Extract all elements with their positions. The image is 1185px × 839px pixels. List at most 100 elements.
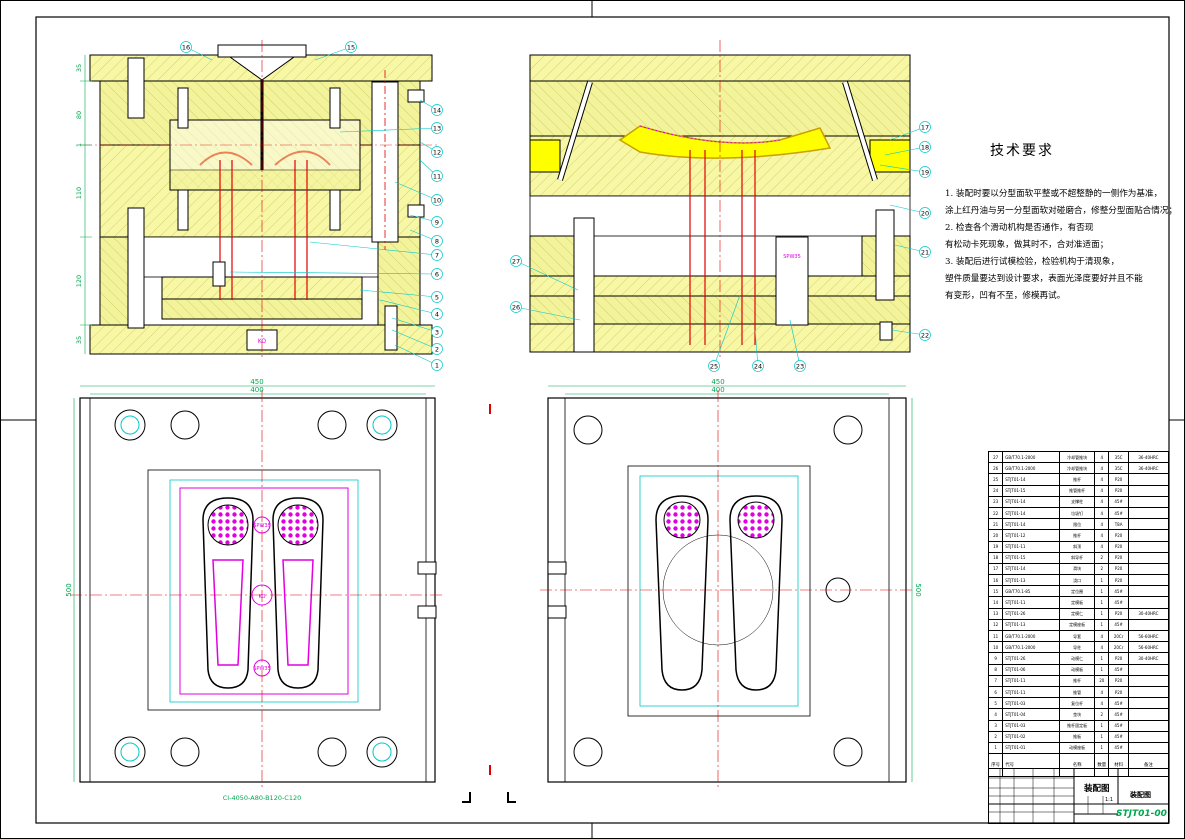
balloon-27-number: 27: [512, 258, 520, 266]
dim-plan-right-inner: 400: [711, 386, 724, 394]
bom-cell: P20: [1108, 674, 1129, 687]
bom-cell: 推管推杆: [1059, 484, 1096, 497]
bom-cell: 9: [987, 652, 1004, 665]
bom-cell: 30-40HRC: [1127, 607, 1170, 620]
bom-cell: [1127, 674, 1170, 687]
bom-cell: 20Cr: [1108, 641, 1129, 654]
bom-cell: 24: [987, 484, 1004, 497]
balloon-13: [431, 122, 443, 134]
bom-cell: 4: [1094, 450, 1110, 464]
bom-cell: 26: [987, 462, 1004, 475]
bom-cell: 4: [1094, 685, 1110, 699]
dim-vertical-0: 35: [75, 64, 83, 72]
bom-cell: 1: [1094, 652, 1110, 665]
bom-cell: P20: [1108, 652, 1129, 665]
bom-cell: 3: [987, 719, 1004, 732]
bom-cell: 17: [987, 562, 1004, 576]
bom-header-cell: 序号: [987, 753, 1004, 778]
bom-cell: 45#: [1108, 697, 1129, 710]
balloon-5-number: 5: [435, 294, 439, 302]
bom-cell: 35C: [1108, 450, 1129, 464]
bom-cell: STJT01-13: [1002, 618, 1061, 632]
dim-plan-left-inner: 400: [250, 386, 263, 394]
balloon-23-number: 23: [796, 363, 804, 371]
balloon-27: [510, 255, 522, 267]
tech-req-line-4: 有松动卡死现象，做其时不，合对准适面；: [945, 240, 1109, 250]
bom-cell: 14: [987, 596, 1004, 609]
balloon-15-leader: [314, 46, 352, 61]
spw-label-right: SPW35: [783, 254, 801, 260]
balloon-25: [708, 360, 720, 372]
balloon-19-number: 19: [921, 169, 929, 177]
balloon-3: [431, 326, 443, 338]
balloon-1: [431, 359, 443, 371]
bom-cell: [1127, 697, 1170, 710]
title-block: 装配图 STJT01-00 装配图 1:1: [988, 768, 1169, 824]
drawing-name: 装配图: [1084, 784, 1110, 794]
bom-cell: 4: [1094, 473, 1110, 486]
balloon-13-number: 13: [433, 125, 441, 133]
bom-cell: GB/T70.1-2000: [1002, 450, 1061, 464]
bom-cell: 垃圾钉: [1059, 506, 1096, 520]
bom-cell: 1: [1094, 618, 1110, 632]
bom-cell: STJT01-11: [1002, 674, 1061, 687]
bom-cell: [1127, 551, 1170, 564]
bom-cell: [1127, 741, 1170, 755]
bom-cell: 滑块: [1059, 562, 1096, 576]
bom-cell: [1127, 506, 1170, 520]
balloon-20-leader: [889, 204, 926, 214]
tech-req-line-7: 有变形，凹有不至，修模再试。: [945, 291, 1066, 301]
balloon-2-number: 2: [435, 346, 439, 354]
bom-cell: P20: [1108, 529, 1129, 542]
bom-cell: [1127, 730, 1170, 743]
dim-vertical-1: 80: [75, 111, 83, 119]
balloon-18: [919, 141, 931, 153]
bom-cell: 10: [987, 641, 1004, 654]
bom-cell: 11: [987, 629, 1004, 643]
bom-cell: 56-60HRC: [1127, 629, 1170, 643]
balloon-15: [345, 41, 357, 53]
bom-cell: 动模仁: [1059, 652, 1096, 665]
bom-cell: 2: [1094, 708, 1110, 721]
balloon-17-leader: [889, 126, 926, 141]
bom-cell: STJT01-26: [1002, 652, 1061, 665]
bom-cell: STJT01-14: [1002, 495, 1061, 508]
bom-header-cell: 名称: [1059, 753, 1096, 778]
balloon-5-leader: [359, 289, 438, 298]
bom-cell: [1127, 484, 1170, 497]
balloon-2-leader: [391, 329, 438, 350]
bom-cell: GB/T70.1-2000: [1002, 629, 1061, 643]
ko-center-label: KO: [259, 594, 266, 600]
bom-header-cell: 材料: [1108, 753, 1129, 778]
bom-cell: GB/T70.1-85: [1002, 585, 1061, 598]
bom-cell: 冷却管推块: [1059, 462, 1096, 475]
balloon-24-leader: [754, 329, 759, 367]
balloon-2: [431, 343, 443, 355]
balloon-8-number: 8: [435, 238, 439, 246]
bom-cell: 推杆: [1059, 473, 1096, 486]
bom-cell: [1127, 574, 1170, 587]
bom-cell: 定模座板: [1059, 618, 1096, 632]
balloon-26-number: 26: [512, 304, 520, 312]
bom-cell: [1127, 663, 1170, 676]
bom-cell: 动模板: [1059, 663, 1096, 676]
bom-cell: 动模座板: [1059, 741, 1096, 755]
bom-cell: 27: [987, 450, 1004, 464]
bom-cell: 1: [1094, 607, 1110, 620]
balloon-11: [431, 170, 443, 182]
bom-cell: STJT01-14: [1002, 473, 1061, 486]
balloon-26-leader: [515, 306, 581, 321]
bom-cell: 推杆: [1059, 529, 1096, 542]
